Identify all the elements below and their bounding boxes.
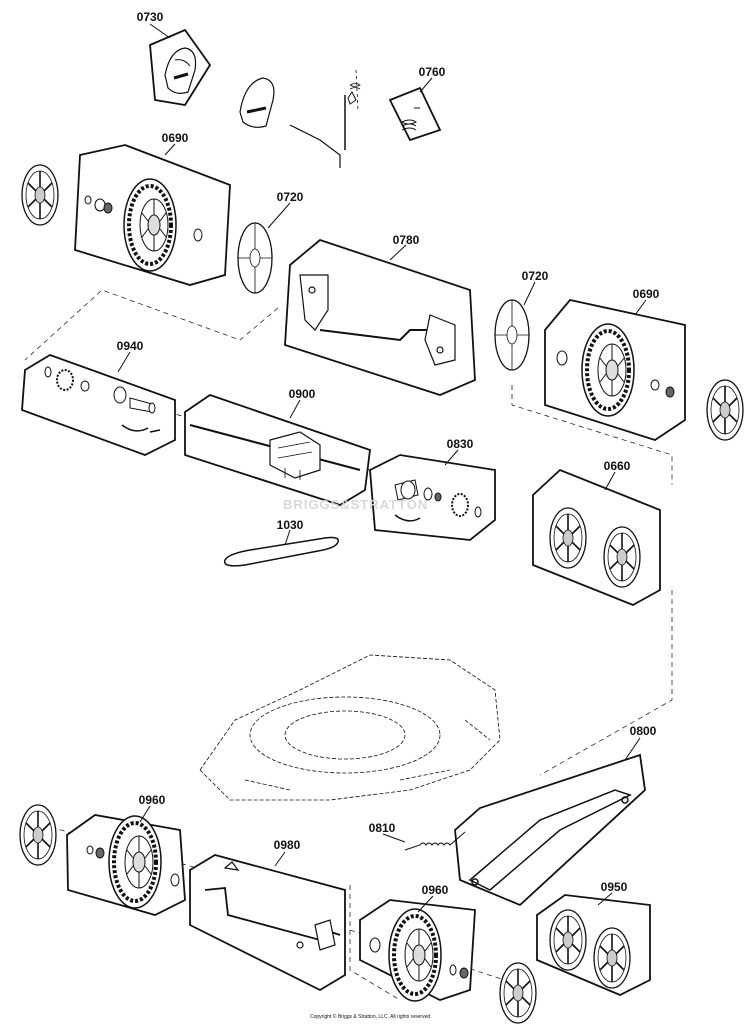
rear-axle-part (299, 274, 456, 366)
hubcap-right-bottom (499, 962, 537, 1024)
gear-set-right (394, 479, 482, 522)
callout-0800: 0800 (629, 724, 657, 738)
copyright-notice: Copyright © Briggs & Stratton, LLC. All … (310, 1014, 432, 1020)
callout-0830: 0830 (446, 437, 474, 451)
box-0760 (388, 86, 442, 142)
disc-0720a (237, 222, 273, 294)
leader-lines (117, 23, 647, 913)
hubcap-right-top (706, 379, 744, 441)
hubcap-0660-left (549, 507, 587, 569)
callout-0960-right: 0960 (421, 883, 449, 897)
callout-0730: 0730 (136, 10, 164, 24)
callout-0690-right: 0690 (632, 287, 660, 301)
box-0780 (284, 238, 476, 396)
callout-0900: 0900 (288, 387, 316, 401)
wheel-hardware-right (556, 350, 675, 398)
callout-0780: 0780 (392, 233, 420, 247)
knob-linkage-part (239, 69, 361, 168)
hubcap-0660-right (603, 526, 641, 588)
wheel-hardware-top (84, 195, 203, 242)
wheel-hardware-bottom-left (86, 845, 180, 887)
wheel-hardware-bottom-right (369, 937, 469, 979)
part-illustrations (19, 47, 744, 1024)
rear-bar-part (468, 789, 632, 891)
spring-part (401, 107, 420, 131)
front-axle-part (204, 861, 341, 951)
callout-0660: 0660 (603, 459, 631, 473)
transmission-part (189, 424, 361, 480)
callout-0940: 0940 (116, 339, 144, 353)
tread-wheel-top-left (122, 177, 178, 273)
callout-0810: 0810 (368, 821, 396, 835)
hubcap-left-bottom (19, 804, 57, 866)
extension-spring-part (404, 831, 466, 851)
callout-0980: 0980 (273, 838, 301, 852)
callout-0720-top: 0720 (276, 190, 304, 204)
gear-set-left (44, 366, 161, 433)
hubcap-left-top (21, 164, 59, 226)
tread-wheel-right (580, 322, 636, 418)
drive-belt-part (223, 536, 339, 567)
box-0980 (189, 854, 346, 992)
callout-0950: 0950 (600, 880, 628, 894)
callout-1030: 1030 (276, 518, 304, 532)
callout-0720-right: 0720 (521, 269, 549, 283)
disc-0720b (494, 299, 530, 371)
callout-0960-left: 0960 (138, 793, 166, 807)
tread-wheel-bottom-right (387, 907, 443, 1003)
hubcap-0950-left (549, 909, 587, 971)
tread-wheel-bottom-left (107, 814, 163, 910)
knob-part (164, 47, 197, 94)
hubcap-0950-right (593, 927, 631, 989)
callout-0760: 0760 (418, 65, 446, 79)
brand-watermark: BRIGGS&STRATTON (283, 497, 429, 512)
callout-0690-top: 0690 (161, 131, 189, 145)
mower-deck-housing (199, 654, 501, 801)
